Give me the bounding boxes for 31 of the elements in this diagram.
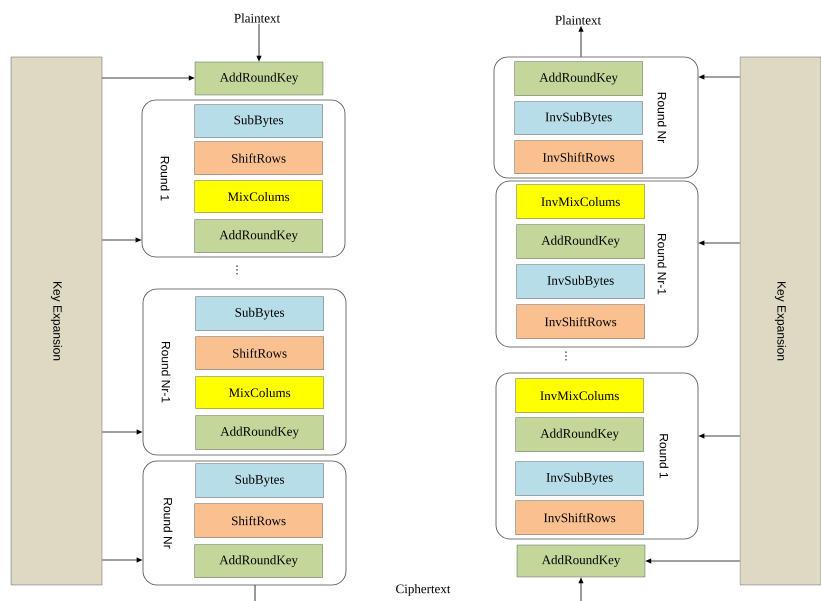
key-expansion-box: Key Expansion <box>10 56 102 586</box>
step-box: InvShiftRows <box>516 304 645 339</box>
step-box: InvShiftRows <box>515 500 644 535</box>
step-box: MixColums <box>195 376 324 409</box>
step-box: AddRoundKey <box>194 219 323 253</box>
step-box: InvSubBytes <box>515 461 644 496</box>
output-label: Ciphertext <box>396 584 450 596</box>
step-box: SubBytes <box>194 104 323 138</box>
step-box: InvSubBytes <box>514 101 643 135</box>
step-box: InvShiftRows <box>514 140 643 174</box>
ellipsis: ⋮ <box>236 266 238 274</box>
step-box: SubBytes <box>195 296 324 331</box>
step-box: AddRoundKey <box>194 544 323 578</box>
step-box: InvMixColums <box>515 378 644 413</box>
step-box: ShiftRows <box>195 336 324 370</box>
key-expansion-box: Key Expansion <box>740 56 821 586</box>
input-label: Plaintext <box>555 15 602 25</box>
ellipsis: ⋮ <box>565 352 567 360</box>
step-box: InvMixColums <box>516 184 645 219</box>
step-box: AddRoundKey <box>514 61 643 96</box>
step-box: AddRoundKey <box>515 417 644 452</box>
step-box: AddRoundKey <box>516 224 645 259</box>
step-box: MixColums <box>194 180 323 213</box>
step-box: AddRoundKey <box>516 544 646 578</box>
step-box: InvSubBytes <box>516 264 645 299</box>
step-box: AddRoundKey <box>194 62 324 96</box>
step-box: AddRoundKey <box>195 415 324 450</box>
input-label: Plaintext <box>234 13 280 23</box>
step-box: ShiftRows <box>194 503 323 538</box>
step-box: ShiftRows <box>194 141 323 175</box>
step-box: SubBytes <box>195 463 324 498</box>
